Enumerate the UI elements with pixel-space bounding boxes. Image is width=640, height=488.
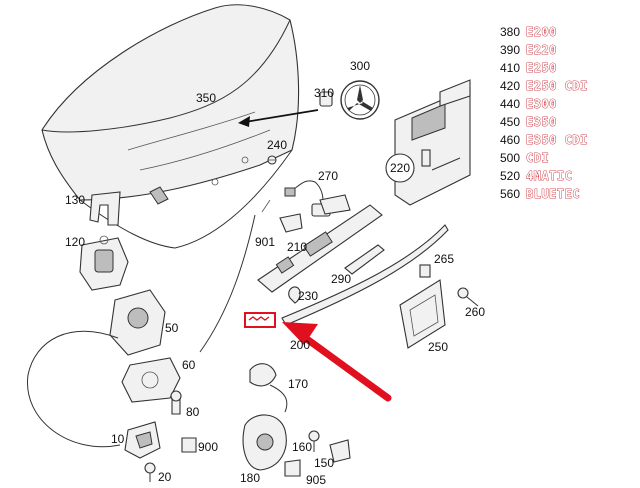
callout-310: 310 — [314, 86, 334, 100]
legend-number: 440 — [500, 97, 520, 111]
callout-250: 250 — [428, 340, 448, 354]
legend-number: 380 — [500, 25, 520, 39]
callout-180: 180 — [240, 471, 260, 485]
screw-240-part — [267, 155, 277, 165]
bolt-260-part — [457, 287, 479, 307]
legend-badge-name: E220 — [526, 43, 557, 57]
callout-200: 200 — [290, 338, 310, 352]
legend-number: 450 — [500, 115, 520, 129]
bolt-20-part — [144, 462, 156, 482]
callout-170: 170 — [288, 377, 308, 391]
legend-number: 420 — [500, 79, 520, 93]
actuator-120-part — [79, 235, 129, 291]
bolt-160-part — [308, 430, 320, 452]
callout-240: 240 — [267, 138, 287, 152]
legend-badge-name: 4MATIC — [526, 169, 572, 183]
callout-350: 350 — [196, 91, 216, 105]
legend-number: 500 — [500, 151, 520, 165]
callout-901: 901 — [255, 235, 275, 249]
callout-905: 905 — [306, 473, 326, 487]
badge-area-220-part — [385, 79, 471, 206]
callout-10: 10 — [111, 432, 125, 446]
legend-badge-name: BLUETEC — [526, 187, 580, 201]
callout-220: 220 — [390, 161, 410, 175]
clip-900-part — [181, 437, 197, 453]
legend-badge-name: E350 — [526, 115, 557, 129]
callout-labels: 350 310 300 240 270 130 120 901 210 290 … — [65, 59, 485, 487]
legend-number: 390 — [500, 43, 520, 57]
legend-badge-name: CDI — [526, 151, 549, 165]
callout-260: 260 — [465, 305, 485, 319]
callout-60: 60 — [182, 358, 196, 372]
callout-150: 150 — [314, 456, 334, 470]
clip-310-part — [238, 91, 333, 127]
lock-cylinder-50-part — [109, 289, 181, 403]
latch-10-part — [124, 421, 161, 459]
handle-strip-210-part — [257, 194, 383, 293]
highlighted-part-box — [244, 312, 276, 328]
callout-265: 265 — [434, 252, 454, 266]
legend-number: 410 — [500, 61, 520, 75]
clip-905-part — [284, 459, 301, 477]
trunk-lid-part — [41, 4, 300, 249]
legend-badge-name: E350 CDI — [526, 133, 588, 147]
bolt-80-part — [170, 390, 182, 415]
callout-290: 290 — [331, 272, 351, 286]
red-arrow-icon — [282, 322, 392, 402]
callout-50: 50 — [165, 321, 179, 335]
mercedes-star-emblem-icon — [340, 80, 380, 120]
clip-150-part — [329, 439, 351, 463]
legend-number: 560 — [500, 187, 520, 201]
model-badge-legend: 380 E200 390 E220 410 E250 420 E250 CDI 440 E300 4… — [500, 25, 588, 202]
wiring-170-part — [249, 363, 288, 413]
callout-20: 20 — [158, 470, 172, 484]
plate-holder-250-part — [399, 279, 446, 349]
callout-230: 230 — [298, 289, 318, 303]
callout-300: 300 — [350, 59, 370, 73]
latch-180-part — [242, 414, 287, 471]
legend-number: 520 — [500, 169, 520, 183]
callout-120: 120 — [65, 235, 85, 249]
callout-900: 900 — [198, 440, 218, 454]
bulb-230-part — [288, 286, 301, 304]
hinge-130-part — [89, 191, 121, 226]
callout-210: 210 — [287, 240, 307, 254]
trim-290-part — [344, 244, 385, 275]
callout-130: 130 — [65, 193, 85, 207]
callout-80: 80 — [186, 405, 200, 419]
legend-badge-name: E200 — [526, 25, 557, 39]
legend-number: 460 — [500, 133, 520, 147]
chrome-strip-200-part — [281, 224, 449, 326]
callout-270: 270 — [318, 169, 338, 183]
fastener-265-part — [419, 264, 431, 278]
legend-badge-name: E300 — [526, 97, 557, 111]
legend-badge-name: E250 CDI — [526, 79, 588, 93]
callout-160: 160 — [292, 440, 312, 454]
legend-badge-name: E250 — [526, 61, 557, 75]
